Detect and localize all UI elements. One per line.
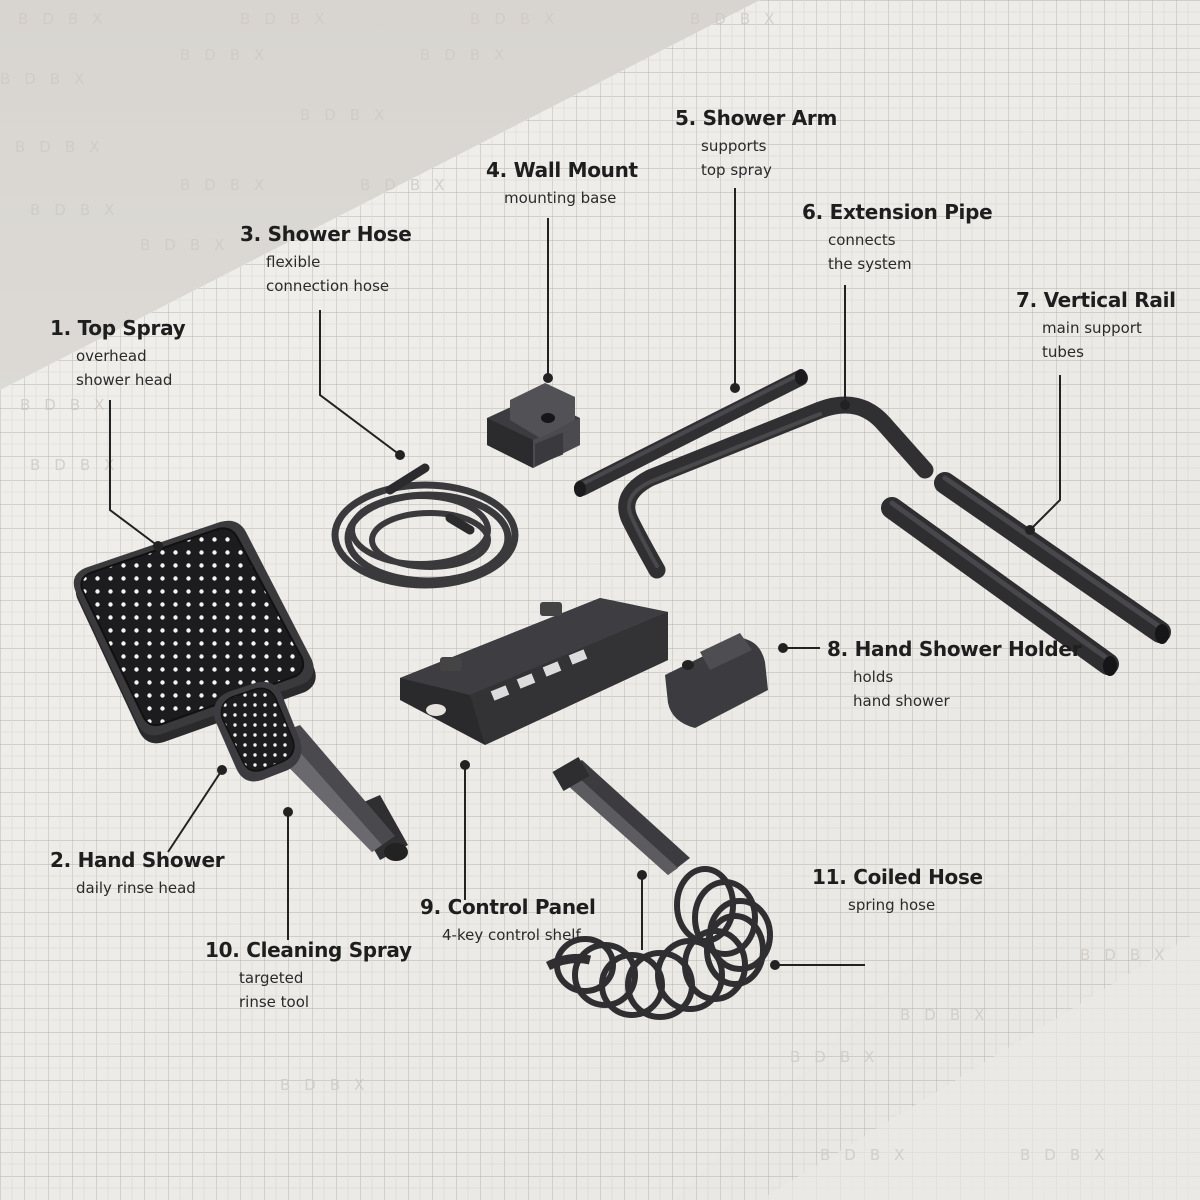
- vertical-rail-part: [881, 472, 1171, 676]
- label-title: 9. Control Panel: [420, 895, 596, 919]
- watermark-text: BDBX: [360, 176, 458, 194]
- description-line: connection hose: [266, 277, 390, 295]
- watermark-text: BDBX: [900, 1006, 998, 1024]
- shower-hose-part: [331, 463, 519, 589]
- label-coiled-hose: 11. Coiled Hose spring hose: [812, 865, 983, 917]
- watermark-pattern: BDBX BDBX BDBX BDBX BDBX BDBX BDBX BDBX …: [0, 10, 1178, 1164]
- label-description: overhead shower head: [50, 344, 185, 392]
- watermark-text: BDBX: [140, 236, 238, 254]
- watermark-text: BDBX: [300, 106, 398, 124]
- watermark-text: BDBX: [30, 201, 128, 219]
- label-description: daily rinse head: [50, 876, 224, 900]
- cleaning-spray-part: [552, 756, 690, 875]
- extension-pipe-part: [618, 396, 934, 579]
- description-line: supports: [701, 137, 767, 155]
- label-title: 1. Top Spray: [50, 316, 186, 340]
- label-description: spring hose: [812, 893, 983, 917]
- label-title: 4. Wall Mount: [486, 158, 638, 182]
- label-top-spray: 1. Top Spray overhead shower head: [50, 316, 186, 392]
- watermark-text: BDBX: [240, 10, 338, 28]
- description-line: mounting base: [504, 189, 617, 207]
- shower-arm-part: [574, 369, 808, 497]
- label-title: 11. Coiled Hose: [812, 865, 983, 889]
- label-title: 6. Extension Pipe: [802, 200, 993, 224]
- description-line: shower head: [76, 371, 173, 389]
- hand-shower-part: [213, 681, 408, 861]
- watermark-text: BDBX: [1020, 1146, 1118, 1164]
- label-control-panel: 9. Control Panel 4-key control shelf: [420, 895, 596, 947]
- watermark-text: BDBX: [30, 456, 128, 474]
- label-cleaning-spray: 10. Cleaning Spray targeted rinse tool: [205, 938, 412, 1014]
- watermark-text: BDBX: [1080, 946, 1178, 964]
- watermark-text: BDBX: [180, 46, 278, 64]
- label-description: holds hand shower: [827, 665, 1081, 713]
- watermark-text: BDBX: [280, 1076, 378, 1094]
- description-line: main support: [1042, 319, 1142, 337]
- watermark-text: BDBX: [180, 176, 278, 194]
- description-line: spring hose: [848, 896, 936, 914]
- description-line: flexible: [266, 253, 321, 271]
- watermark-text: BDBX: [18, 10, 116, 28]
- description-line: targeted: [239, 969, 304, 987]
- leader-lines: [109, 188, 1061, 970]
- description-line: connects: [828, 231, 896, 249]
- watermark-text: BDBX: [420, 46, 518, 64]
- description-line: rinse tool: [239, 993, 310, 1011]
- label-title: 10. Cleaning Spray: [205, 938, 412, 962]
- label-description: connects the system: [802, 228, 992, 276]
- hand-shower-holder-part: [665, 633, 768, 728]
- label-wall-mount: 4. Wall Mount mounting base: [486, 158, 638, 210]
- watermark-text: BDBX: [20, 396, 118, 414]
- top-spray-part: [73, 520, 316, 744]
- watermark-text: BDBX: [690, 10, 788, 28]
- description-line: holds: [853, 668, 894, 686]
- watermark-text: BDBX: [470, 10, 568, 28]
- coiled-hose-part: [545, 866, 773, 1020]
- description-line: tubes: [1042, 343, 1084, 361]
- label-title: 2. Hand Shower: [50, 848, 225, 872]
- label-description: mounting base: [486, 186, 638, 210]
- description-line: hand shower: [853, 692, 950, 710]
- description-line: daily rinse head: [76, 879, 196, 897]
- label-hand-shower: 2. Hand Shower daily rinse head: [50, 848, 225, 900]
- control-panel-part: [400, 432, 668, 745]
- label-description: flexible connection hose: [240, 250, 411, 298]
- description-line: the system: [828, 255, 912, 273]
- label-description: supports top spray: [675, 134, 837, 182]
- label-hand-shower-holder: 8. Hand Shower Holder holds hand shower: [827, 637, 1082, 713]
- description-line: overhead: [76, 347, 147, 365]
- watermark-text: BDBX: [0, 70, 98, 88]
- label-description: main support tubes: [1016, 316, 1176, 364]
- label-vertical-rail: 7. Vertical Rail main support tubes: [1016, 288, 1176, 364]
- description-line: top spray: [701, 161, 772, 179]
- label-shower-arm: 5. Shower Arm supports top spray: [675, 106, 837, 182]
- description-line: 4-key control shelf: [442, 926, 581, 944]
- label-title: 3. Shower Hose: [240, 222, 412, 246]
- watermark-text: BDBX: [790, 1048, 888, 1066]
- label-extension-pipe: 6. Extension Pipe connects the system: [802, 200, 993, 276]
- label-title: 7. Vertical Rail: [1016, 288, 1176, 312]
- label-description: targeted rinse tool: [205, 966, 412, 1014]
- label-title: 5. Shower Arm: [675, 106, 838, 130]
- label-title: 8. Hand Shower Holder: [827, 637, 1082, 661]
- label-shower-hose: 3. Shower Hose flexible connection hose: [240, 222, 412, 298]
- watermark-text: BDBX: [15, 138, 113, 156]
- watermark-text: BDBX: [820, 1146, 918, 1164]
- label-description: 4-key control shelf: [420, 923, 596, 947]
